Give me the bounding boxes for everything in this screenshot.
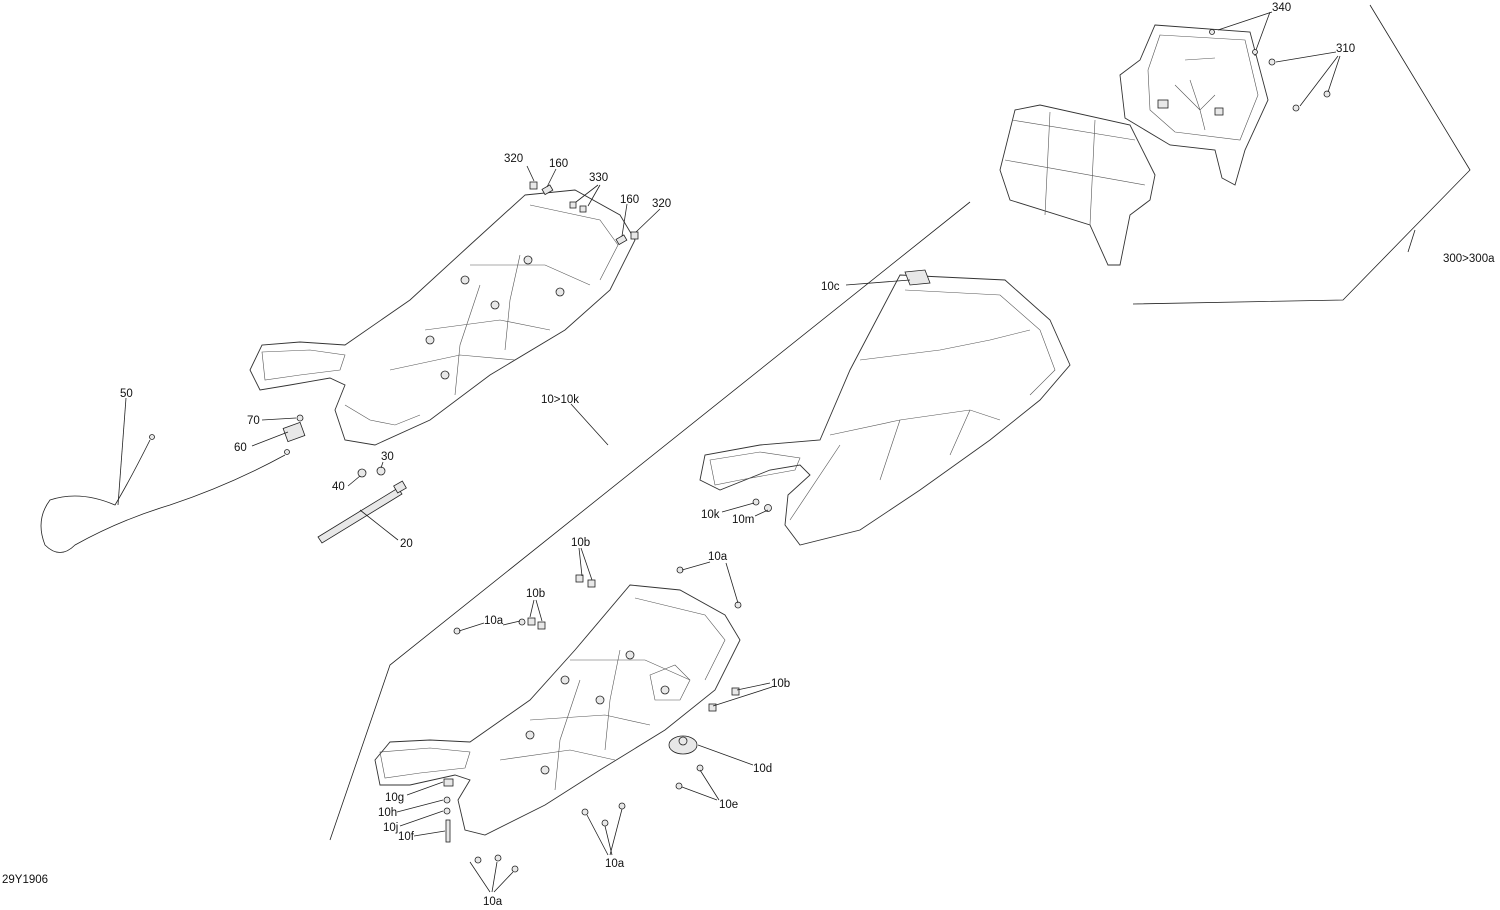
callout-60: 60 xyxy=(234,442,247,454)
callout-50: 50 xyxy=(120,388,133,400)
callout-10a-top-right: 10a xyxy=(708,551,728,563)
seat-base-lower xyxy=(374,584,741,836)
seat-cushion xyxy=(699,269,1071,546)
callout-10m: 10m xyxy=(732,514,754,526)
callout-10j: 10j xyxy=(383,822,398,834)
callout-10g: 10g xyxy=(385,792,404,804)
callout-20: 20 xyxy=(400,538,413,550)
callout-10-10k: 10>10k xyxy=(541,394,579,406)
callout-310: 310 xyxy=(1336,43,1355,55)
callout-40: 40 xyxy=(332,481,345,493)
callout-30: 30 xyxy=(381,451,394,463)
callout-10b-top: 10b xyxy=(571,537,590,549)
backrest-cushion xyxy=(999,104,1156,266)
seat-base-upper xyxy=(249,189,636,446)
callout-320-left: 320 xyxy=(504,153,523,165)
callout-320-right: 320 xyxy=(652,198,671,210)
callout-10f: 10f xyxy=(398,831,415,843)
callout-160-left: 160 xyxy=(549,158,568,170)
callout-10d: 10d xyxy=(753,763,772,775)
callout-10a-mid-left: 10a xyxy=(484,615,504,627)
callout-160-right: 160 xyxy=(620,194,639,206)
callout-70: 70 xyxy=(247,415,260,427)
callout-300-300a: 300>300a xyxy=(1443,253,1495,265)
backrest-bracket xyxy=(1119,24,1269,186)
callout-340: 340 xyxy=(1272,2,1291,14)
callout-10h: 10h xyxy=(378,807,397,819)
callout-10b-right: 10b xyxy=(771,678,790,690)
callout-10k: 10k xyxy=(701,509,720,521)
callout-10b-mid: 10b xyxy=(526,588,545,600)
callout-10e: 10e xyxy=(719,799,738,811)
callout-10a-bottom-center: 10a xyxy=(605,858,625,870)
drawing-id: 29Y1906 xyxy=(2,874,48,886)
callout-10a-bottom-left: 10a xyxy=(483,896,503,908)
group-boundary-lines xyxy=(329,4,1471,841)
leader-lines xyxy=(117,11,1416,893)
loose-hardware xyxy=(40,29,1331,873)
callout-10c: 10c xyxy=(821,281,840,293)
release-cable xyxy=(40,439,286,553)
callout-330: 330 xyxy=(589,172,608,184)
